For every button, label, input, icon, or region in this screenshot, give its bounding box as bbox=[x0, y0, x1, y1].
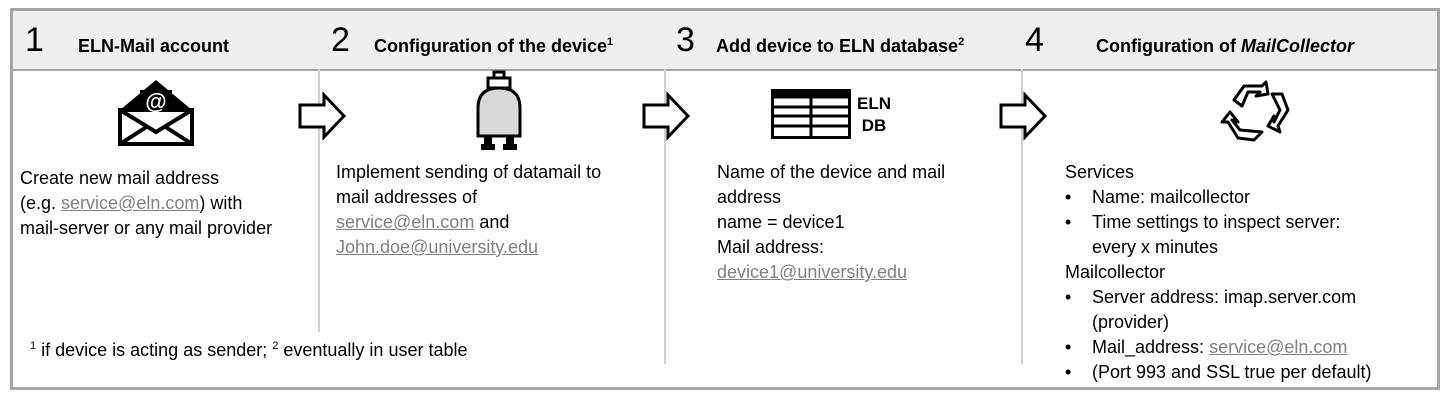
col3-line3: name = device1 bbox=[717, 212, 845, 232]
col2-line3: service@eln.com and bbox=[336, 212, 510, 232]
col1-email-link[interactable]: service@eln.com bbox=[61, 193, 200, 213]
header-bar: 1 ELN-Mail account 2 Configuration of th… bbox=[13, 11, 1437, 71]
recycle-icon bbox=[1220, 80, 1290, 142]
divider-3 bbox=[1021, 69, 1023, 364]
col4-services-heading: Services bbox=[1065, 162, 1135, 182]
col4-service-link[interactable]: service@eln.com bbox=[1209, 337, 1348, 357]
col4-mailcollector-item-1: Server address: imap.server.com(provider… bbox=[1065, 285, 1372, 335]
step-4-title: Configuration of MailCollector bbox=[1096, 36, 1354, 56]
col4-mailcollector-item-3: (Port 993 and SSL true per default) bbox=[1065, 360, 1372, 385]
col1-line1: Create new mail address bbox=[20, 168, 220, 188]
col2-line2: mail addresses of bbox=[336, 187, 478, 207]
col3-line4: Mail address: bbox=[717, 237, 825, 257]
step-1-title: ELN-Mail account bbox=[78, 36, 230, 56]
arrow-right-icon-2 bbox=[642, 91, 691, 141]
col3-device-link[interactable]: device1@university.edu bbox=[717, 262, 908, 282]
step-3-number: 3 bbox=[676, 21, 695, 59]
divider-1 bbox=[318, 69, 320, 332]
col2-line4: John.doe@university.edu bbox=[336, 235, 601, 260]
col3-line1: Name of the device and mail bbox=[717, 162, 946, 182]
step-1-number: 1 bbox=[25, 21, 44, 59]
col4-mailcollector-heading: Mailcollector bbox=[1065, 262, 1166, 282]
col1-text: Create new mail address (e.g. service@el… bbox=[20, 166, 272, 241]
envelope-icon: @ bbox=[118, 80, 194, 146]
col4-services-item-1: Name: mailcollector bbox=[1065, 185, 1372, 210]
svg-text:@: @ bbox=[145, 89, 166, 114]
col4-services-item-2: Time settings to inspect server:every x … bbox=[1065, 210, 1372, 260]
device-plug-icon bbox=[476, 70, 522, 150]
step-4-number: 4 bbox=[1025, 21, 1044, 59]
col1-line3: mail-server or any mail provider bbox=[20, 218, 273, 238]
col4-mailcollector-item-2: Mail_address: service@eln.com bbox=[1065, 335, 1372, 360]
col3-text: Name of the device and mail address name… bbox=[717, 160, 945, 285]
col1-line2: (e.g. service@eln.com) with bbox=[20, 193, 243, 213]
footnote: 1 if device is acting as sender; 2 event… bbox=[30, 340, 468, 360]
col3-line2: address bbox=[717, 187, 782, 207]
step-3-title: Add device to ELN database2 bbox=[716, 36, 965, 56]
col4-text: Services Name: mailcollector Time settin… bbox=[1065, 160, 1372, 385]
step-2-number: 2 bbox=[331, 21, 350, 59]
col2-service-link[interactable]: service@eln.com bbox=[336, 212, 475, 232]
arrow-right-icon-1 bbox=[298, 91, 347, 141]
database-table-icon bbox=[771, 89, 851, 139]
col2-text: Implement sending of datamail to mail ad… bbox=[336, 160, 601, 260]
col2-john-link[interactable]: John.doe@university.edu bbox=[336, 237, 539, 257]
arrow-right-icon-3 bbox=[999, 91, 1048, 141]
eln-db-label: ELN DB bbox=[857, 94, 891, 135]
step-2-title: Configuration of the device1 bbox=[374, 36, 614, 56]
col3-line5: device1@university.edu bbox=[717, 260, 945, 285]
col2-line1: Implement sending of datamail to bbox=[336, 162, 602, 182]
divider-2 bbox=[664, 69, 666, 364]
